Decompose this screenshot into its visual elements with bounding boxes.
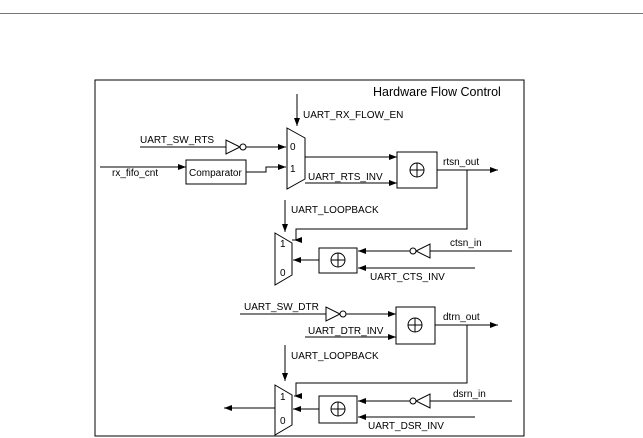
uart-cts-inv-label: UART_CTS_INV bbox=[370, 272, 445, 283]
diagram-frame bbox=[94, 79, 525, 437]
dsr-inverter-bubble-icon bbox=[409, 397, 417, 405]
page-top-rule bbox=[0, 13, 643, 14]
rts-inverter-bubble-icon bbox=[239, 143, 247, 151]
uart-rts-inv-label: UART_RTS_INV bbox=[308, 172, 383, 183]
comparator-out-wire bbox=[246, 164, 286, 173]
diagram-title: Hardware Flow Control bbox=[373, 85, 501, 99]
rts-inverter-icon bbox=[225, 139, 242, 155]
cts-mux-input-1: 1 bbox=[280, 239, 286, 250]
rts-mux-input-1: 1 bbox=[290, 164, 296, 175]
dsr-mux bbox=[274, 384, 293, 436]
dsr-inverter-icon bbox=[414, 393, 431, 409]
uart-rx-flow-en-label: UART_RX_FLOW_EN bbox=[303, 110, 403, 121]
cts-inverter-icon bbox=[414, 243, 431, 259]
uart-dsr-inv-label: UART_DSR_INV bbox=[368, 421, 444, 432]
dtr-inverter-icon bbox=[325, 306, 342, 322]
rts-mux-input-0: 0 bbox=[290, 142, 296, 153]
dtr-inverter-bubble-icon bbox=[339, 310, 347, 318]
comparator-box bbox=[185, 159, 247, 185]
rts-mux bbox=[286, 127, 306, 190]
dtrn-out-label: dtrn_out bbox=[443, 312, 480, 323]
comparator-label: Comparator bbox=[189, 168, 242, 179]
rx-fifo-cnt-label: rx_fifo_cnt bbox=[112, 168, 158, 179]
dsrn-in-label: dsrn_in bbox=[453, 389, 486, 400]
rtsn-out-label: rtsn_out bbox=[443, 157, 479, 168]
uart-loopback-1-label: UART_LOOPBACK bbox=[291, 205, 379, 216]
uart-dtr-inv-label: UART_DTR_INV bbox=[308, 326, 384, 337]
uart-sw-rts-label: UART_SW_RTS bbox=[140, 135, 214, 146]
uart-sw-dtr-label: UART_SW_DTR bbox=[244, 302, 319, 313]
ctsn-in-label: ctsn_in bbox=[450, 238, 482, 249]
dsr-mux-input-1: 1 bbox=[280, 392, 286, 403]
cts-inverter-bubble-icon bbox=[409, 247, 417, 255]
dsr-mux-input-0: 0 bbox=[280, 416, 286, 427]
uart-loopback-2-label: UART_LOOPBACK bbox=[291, 351, 379, 362]
cts-mux-input-0: 0 bbox=[280, 268, 286, 279]
cts-mux bbox=[274, 232, 293, 286]
